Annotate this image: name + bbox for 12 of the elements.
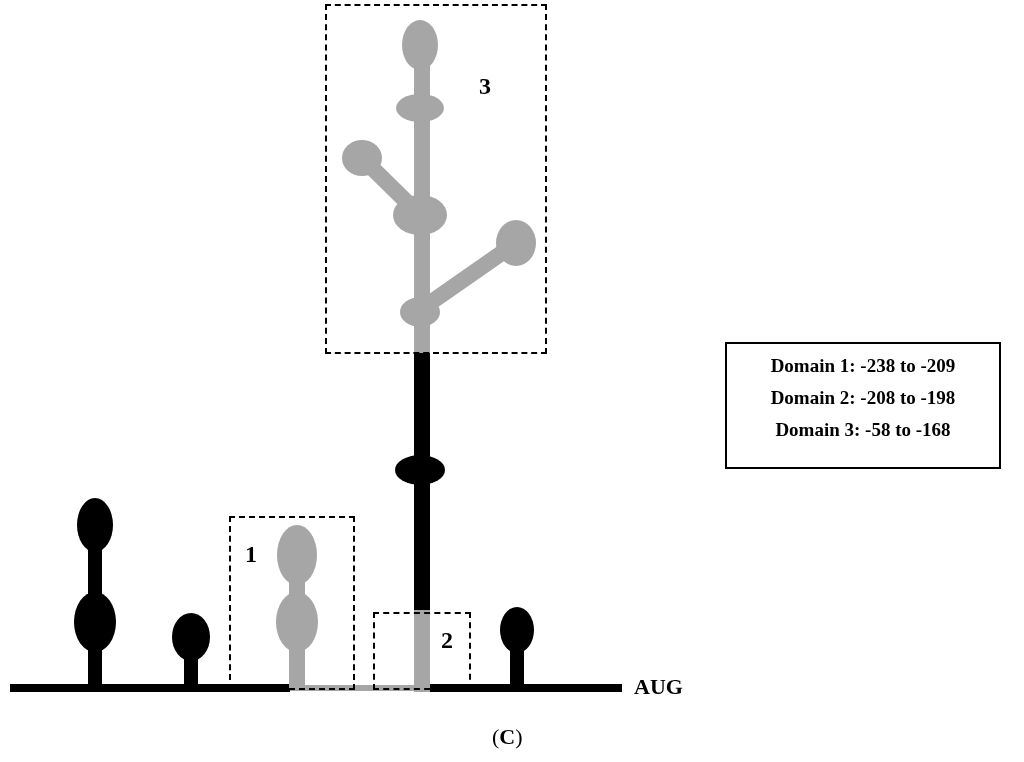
domain-number: 1 xyxy=(245,542,257,566)
domain-number: 2 xyxy=(441,628,453,652)
domain-range-text: Domain 2: -208 to -198 xyxy=(770,386,956,410)
domain-number: 3 xyxy=(479,74,491,98)
dashed-domain-box xyxy=(373,612,471,690)
domain-range-box xyxy=(725,342,1001,469)
sequence-end-label: AUG xyxy=(634,674,683,700)
domain-range-text: Domain 1: -238 to -209 xyxy=(770,354,956,378)
dashed-domain-box xyxy=(325,4,547,354)
dashed-domain-box xyxy=(229,516,355,690)
caption: (C) xyxy=(492,724,523,750)
domain-range-text: Domain 3: -58 to -168 xyxy=(775,418,951,442)
